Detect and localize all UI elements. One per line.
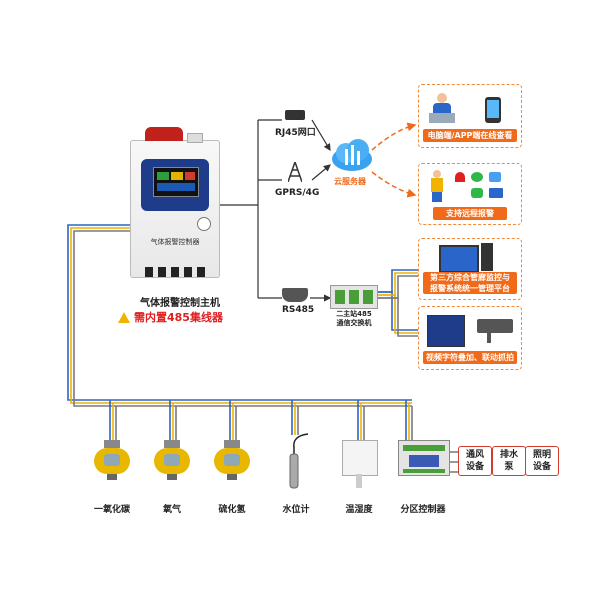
remote-alarm-label: 支持远程报警 bbox=[433, 207, 507, 220]
mail-icon bbox=[489, 188, 503, 198]
display-panel bbox=[141, 159, 209, 211]
monitor-icon bbox=[439, 245, 479, 273]
exchanger-device bbox=[330, 285, 378, 309]
pc-user-icon bbox=[429, 93, 455, 123]
co-detector-icon bbox=[94, 440, 130, 480]
alarm-beacon-icon bbox=[145, 127, 183, 141]
video-label: 视频字符叠加、联动抓拍 bbox=[423, 351, 517, 364]
main-unit-title: 气体报警控制主机 bbox=[140, 298, 220, 309]
phone-call-icon bbox=[471, 188, 483, 198]
cable-glands bbox=[145, 267, 205, 277]
output-video: 视频字符叠加、联动抓拍 bbox=[418, 306, 522, 370]
sms-icon bbox=[489, 172, 501, 182]
screen bbox=[153, 167, 199, 197]
warning-text: 需内置485集线器 bbox=[134, 311, 223, 324]
antenna-icon bbox=[287, 161, 303, 186]
warning-row: 需内置485集线器 bbox=[118, 309, 223, 325]
third-party-label: 第三方综合管廊监控与 报警系统统一管理平台 bbox=[423, 272, 517, 294]
cloud-icon bbox=[330, 135, 375, 179]
wechat-icon bbox=[471, 172, 483, 182]
output-remote-alarm: 支持远程报警 bbox=[418, 163, 522, 225]
temp-humidity-sensor-icon bbox=[342, 440, 378, 488]
router-icon bbox=[285, 110, 305, 120]
cloud-label: 云服务器 bbox=[334, 177, 366, 186]
gprs-label: GPRS/4G bbox=[275, 188, 320, 198]
video-panel-icon bbox=[427, 315, 465, 347]
controlled-drain-pump: 排水 泵 bbox=[492, 446, 526, 476]
main-unit: 气体报警控制器 bbox=[130, 127, 220, 278]
h2s-detector-icon bbox=[214, 440, 250, 480]
device-label-h2s: 硫化氢 bbox=[218, 505, 246, 515]
panel-label: 气体报警控制器 bbox=[150, 238, 200, 246]
output-third-party: 第三方综合管廊监控与 报警系统统一管理平台 bbox=[418, 238, 522, 300]
rs485-connector-icon bbox=[282, 288, 308, 302]
device-label-co: 一氧化碳 bbox=[93, 505, 130, 515]
o2-detector-icon bbox=[154, 440, 190, 480]
controlled-ventilation: 通风 设备 bbox=[458, 446, 492, 476]
knob-icon bbox=[197, 217, 211, 231]
controlled-lighting: 照明 设备 bbox=[525, 446, 559, 476]
device-label-temp-humidity: 温湿度 bbox=[345, 505, 373, 515]
zone-controller-icon bbox=[398, 440, 450, 476]
water-level-probe-icon bbox=[282, 432, 310, 492]
alarm-light-icon bbox=[455, 172, 465, 182]
warning-icon bbox=[118, 311, 130, 323]
camera-icon bbox=[477, 319, 513, 333]
device-label-zone-controller: 分区控制器 bbox=[400, 505, 446, 515]
rj45-label: RJ45网口 bbox=[275, 128, 316, 138]
rs485-label: RS485 bbox=[282, 305, 315, 315]
exchanger-label: 二主站485 通信交换机 bbox=[336, 310, 372, 327]
device-label-water-level: 水位计 bbox=[282, 505, 310, 515]
tower-pc-icon bbox=[481, 243, 493, 271]
camera-mount-icon bbox=[487, 333, 491, 343]
phone-icon bbox=[485, 97, 501, 123]
output-pc-app: 电脑端/APP端在线查看 bbox=[418, 84, 522, 148]
person-icon bbox=[429, 170, 445, 202]
device-label-o2: 氧气 bbox=[162, 505, 181, 515]
pc-app-label: 电脑端/APP端在线查看 bbox=[423, 129, 517, 142]
